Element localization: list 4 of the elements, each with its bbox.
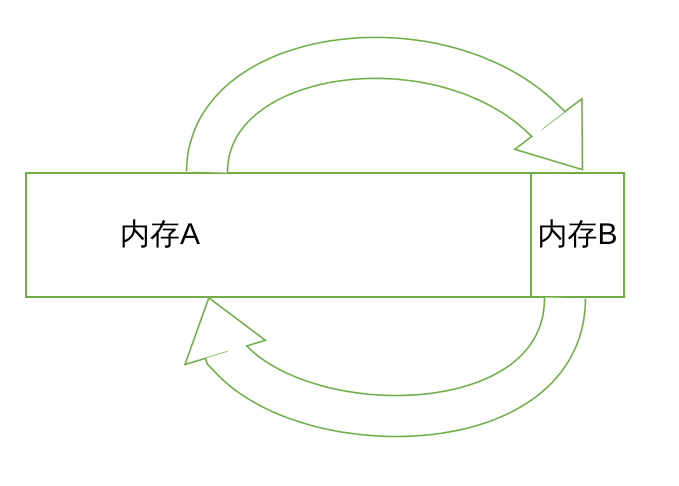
memory-block	[25, 172, 532, 298]
block-label: 内存B	[537, 220, 618, 250]
memory-block	[530, 172, 625, 298]
block-label: 内存A	[120, 220, 200, 250]
